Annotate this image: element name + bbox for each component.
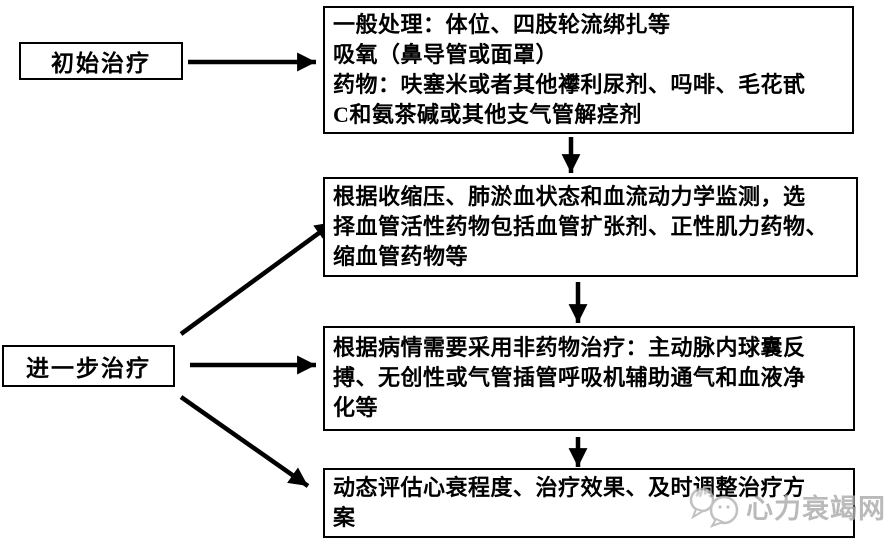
stage-label-initial: 初始治疗	[51, 51, 151, 76]
step-box-dynamic-evaluation: 动态评估心衰程度、治疗效果、及时调整治疗方 案	[323, 468, 855, 538]
step-text-nonpharma: 根据病情需要采用非药物治疗：主动脉内球囊反 搏、无创性或气管插管呼吸机辅助通气和…	[333, 335, 806, 420]
stage-box-further-treatment: 进一步治疗	[2, 345, 175, 387]
step-text-general: 一般处理：体位、四肢轮流绑扎等 吸氧（鼻导管或面罩） 药物：呋塞米或者其他襻利尿…	[333, 12, 806, 127]
step-text-evaluate: 动态评估心衰程度、治疗效果、及时调整治疗方 案	[333, 475, 806, 530]
stage-box-initial-treatment: 初始治疗	[19, 42, 183, 80]
stage-label-further: 进一步治疗	[26, 356, 151, 381]
step-box-general-management: 一般处理：体位、四肢轮流绑扎等 吸氧（鼻导管或面罩） 药物：呋塞米或者其他襻利尿…	[323, 6, 854, 134]
arrow-further-to-vasoactive	[179, 220, 336, 336]
arrow-further-to-evaluate	[179, 395, 310, 488]
step-text-vasoactive: 根据收缩压、肺淤血状态和血流动力学监测，选 择血管活性药物包括血管扩张剂、正性肌…	[333, 184, 829, 269]
step-box-vasoactive-drugs: 根据收缩压、肺淤血状态和血流动力学监测，选 择血管活性药物包括血管扩张剂、正性肌…	[323, 177, 858, 277]
step-box-nonpharmacologic-therapy: 根据病情需要采用非药物治疗：主动脉内球囊反 搏、无创性或气管插管呼吸机辅助通气和…	[323, 326, 855, 431]
